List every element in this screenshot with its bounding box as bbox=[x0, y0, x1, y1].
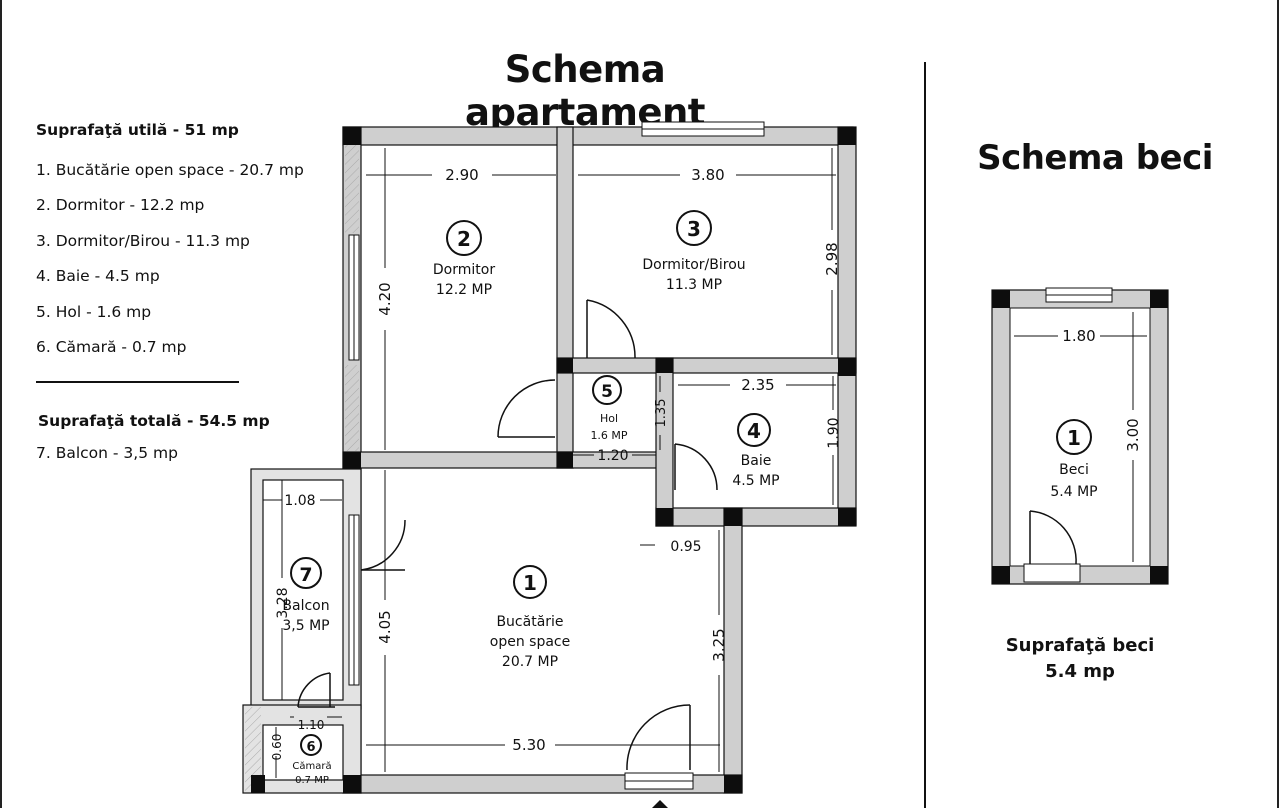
room5-name: Hol bbox=[600, 412, 618, 425]
room-list-item: 1. Bucătărie open space - 20.7 mp bbox=[36, 161, 304, 179]
legend-separator bbox=[36, 381, 239, 383]
wall-top bbox=[342, 126, 854, 146]
dim-label: 2.98 bbox=[823, 242, 841, 275]
room-list-item: 2. Dormitor - 12.2 mp bbox=[36, 196, 205, 215]
balcony-list-item: 7. Balcon - 3,5 mp bbox=[36, 443, 178, 462]
wall-bedroom-divider bbox=[556, 126, 574, 469]
plan-labels: 2 Dormitor 12.2 MP 3 Dormitor/Birou 11.3… bbox=[270, 166, 842, 786]
basement-plan: 1 Beci 5.4 MP 1.80 3.00 bbox=[991, 287, 1169, 585]
beci-room-area: 5.4 MP bbox=[1050, 484, 1097, 500]
dim-label: 0.60 bbox=[270, 734, 284, 761]
room2-name: Dormitor bbox=[433, 262, 495, 278]
room-list: 1. Bucătărie open space - 20.7 mp 2. Dor… bbox=[36, 161, 304, 373]
vertical-divider bbox=[924, 62, 926, 808]
room3-number: 3 bbox=[687, 217, 701, 241]
door-pantry bbox=[297, 672, 335, 708]
room6-number: 6 bbox=[306, 740, 315, 755]
wall-bath-left bbox=[655, 357, 674, 527]
door-entrance bbox=[626, 704, 691, 771]
wall-bedroom3-bottom bbox=[556, 357, 857, 374]
dim-label: 1.08 bbox=[284, 493, 315, 509]
dim-label: 1.10 bbox=[298, 718, 325, 732]
beci-area-caption: Suprafaţă beci 5.4 mp bbox=[990, 633, 1170, 685]
room4-area: 4.5 MP bbox=[732, 473, 779, 489]
door-bedroom3 bbox=[586, 299, 636, 359]
usable-area-heading: Suprafaţă utilă - 51 mp bbox=[36, 121, 239, 139]
room1-area: 20.7 MP bbox=[502, 654, 558, 670]
dim-label: 2.90 bbox=[445, 166, 478, 184]
beci-area-label: Suprafaţă beci bbox=[1005, 635, 1155, 656]
wall-right-upper bbox=[837, 126, 857, 526]
room6-area: 0.7 MP bbox=[295, 775, 329, 786]
beci-room-number: 1 bbox=[1067, 426, 1081, 450]
room7-number: 7 bbox=[299, 564, 312, 586]
dim-label: 1.35 bbox=[654, 399, 669, 428]
wall-bath-bottom bbox=[655, 507, 857, 527]
area-legend: Suprafaţă utilă - 51 mp 1. Bucătărie ope… bbox=[36, 121, 304, 462]
room4-name: Baie bbox=[741, 453, 772, 469]
beci-title: Schema beci bbox=[977, 138, 1213, 178]
dim-label: 4.05 bbox=[376, 610, 394, 643]
room-list-item: 5. Hol - 1.6 mp bbox=[36, 302, 152, 321]
dim-label: 1.90 bbox=[826, 417, 842, 448]
room3-name: Dormitor/Birou bbox=[642, 257, 745, 273]
wall-hatching bbox=[245, 145, 359, 791]
room2-number: 2 bbox=[457, 227, 471, 251]
door-basement bbox=[1029, 510, 1077, 565]
structural-columns bbox=[251, 127, 856, 793]
dim-label: 3.80 bbox=[691, 166, 724, 184]
dim-label: 5.30 bbox=[512, 736, 545, 754]
dim-label: 1.80 bbox=[1062, 327, 1095, 345]
doors bbox=[297, 299, 718, 771]
door-balcony bbox=[360, 519, 406, 571]
windows bbox=[348, 121, 765, 790]
room5-area: 1.6 MP bbox=[590, 429, 627, 442]
entrance-marker-icon bbox=[652, 800, 668, 808]
room-list-item: 3. Dormitor/Birou - 11.3 mp bbox=[36, 231, 250, 250]
room-number-circles bbox=[290, 210, 771, 756]
dim-label: 4.20 bbox=[376, 282, 394, 315]
door-bedroom2 bbox=[497, 379, 556, 438]
room7-name: Balcon bbox=[282, 598, 329, 614]
apartment-walls bbox=[242, 126, 857, 794]
balcony-floor bbox=[262, 479, 344, 701]
room3-area: 11.3 MP bbox=[666, 277, 722, 293]
dim-label: 3.25 bbox=[710, 628, 728, 661]
room-list-item: 6. Cămară - 0.7 mp bbox=[36, 337, 187, 356]
dim-label: 3.28 bbox=[275, 587, 291, 618]
dim-label: 3.00 bbox=[1124, 418, 1142, 451]
room-list-item: 4. Baie - 4.5 mp bbox=[36, 267, 160, 286]
room7-area: 3,5 MP bbox=[282, 618, 329, 634]
dim-label: 0.95 bbox=[670, 539, 701, 555]
room2-area: 12.2 MP bbox=[436, 282, 492, 298]
beci-room-name: Beci bbox=[1059, 462, 1089, 478]
room1-line2: open space bbox=[490, 634, 570, 650]
wall-bedroom2-bottom bbox=[342, 451, 574, 469]
beci-area-value: 5.4 mp bbox=[1045, 661, 1115, 682]
basement-door-frame bbox=[1023, 563, 1081, 583]
dim-label: 2.35 bbox=[741, 376, 774, 394]
room1-number: 1 bbox=[523, 571, 537, 595]
dimension-lines bbox=[263, 148, 836, 778]
room5-number: 5 bbox=[601, 382, 613, 402]
room1-line1: Bucătărie bbox=[496, 614, 563, 630]
door-bathroom bbox=[674, 443, 718, 491]
total-area-heading: Suprafaţă totală - 54.5 mp bbox=[38, 411, 270, 430]
room4-number: 4 bbox=[747, 419, 761, 443]
room6-name: Cămară bbox=[292, 761, 331, 772]
dim-label: 1.20 bbox=[597, 448, 628, 464]
